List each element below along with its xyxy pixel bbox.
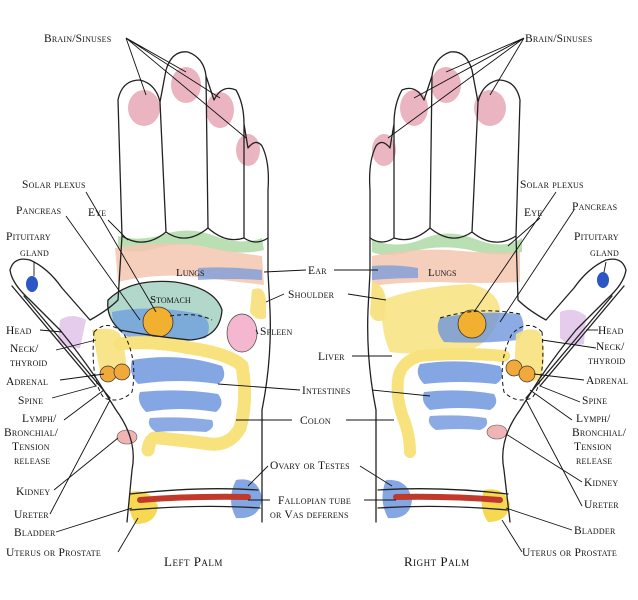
leader-lines [33,37,607,553]
left-stomach-label: Stomach [150,294,191,306]
liver-label: Liver [318,351,345,363]
left-ear-band [198,267,262,280]
right-pituitary [597,272,609,288]
left-colon [113,336,252,457]
ovary-testes-label: Ovary or Testes [270,460,350,472]
right-wrist-line [377,488,509,511]
left-fallopian-tube [137,493,251,503]
right-hand [367,51,627,523]
right-finger-bases [369,227,517,243]
brain-sinuses-label-left: Brain/Sinuses [44,33,111,45]
ureter-label-right: Ureter [584,499,619,511]
right-head-zone [560,309,586,346]
lymph-label-right-2: Bronchial/ [572,427,627,439]
thyroid-label-left: thyroid [10,357,47,369]
ureter-label-left: Ureter [14,509,49,521]
left-shoulder-zone [250,288,266,320]
left-finger-bases [121,227,269,243]
adrenal-label-right: Adrenal [586,375,628,387]
kidney-label-right: Kidney [584,477,618,489]
fallopian-label-1: Fallopian tube [278,495,351,507]
left-palm-caption: Left Palm [164,554,223,569]
eye-label-left: Eye [88,207,106,219]
spine-label-right: Spine [582,395,607,407]
lymph-label-left-1: Lymph/ [22,413,57,425]
solar-plexus-label-left: Solar plexus [22,179,86,191]
bladder-label-left: Bladder [14,527,56,539]
shoulder-label: Shoulder [288,289,335,301]
left-hand [9,51,271,524]
pancreas-label-left: Pancreas [16,205,61,217]
lymph-label-left-4: release [14,455,51,467]
colon-label: Colon [300,415,331,427]
spleen-label: Spleen [260,326,293,338]
neck-label-right: Neck/ [596,341,625,353]
pancreas-label-right: Pancreas [572,201,617,213]
uterus-label-right: Uterus or Prostate [522,547,617,559]
right-thumb-lines [525,285,625,399]
right-ear-band [372,265,418,280]
uterus-label-left: Uterus or Prostate [6,547,101,559]
pituitary-gland-label-right: gland [590,247,619,259]
pituitary-label-right: Pituitary [574,231,619,243]
bladder-label-right: Bladder [574,525,616,537]
right-adrenal-dash [501,325,544,401]
eye-label-right: Eye [524,207,542,219]
left-stomach-outline [107,280,223,341]
right-solar-plexus [457,309,487,339]
left-hand-outline [9,51,271,523]
left-pancreas-dash [169,314,213,321]
left-pituitary [26,276,38,292]
left-lungs-label: Lungs [176,267,205,279]
pituitary-label-left: Pituitary [6,231,51,243]
lymph-label-left-3: Tension [12,441,50,453]
right-hand-outline [367,51,627,523]
ear-label: Ear [308,265,327,277]
right-palm-caption: Right Palm [404,554,470,569]
left-intestines [130,357,225,432]
lymph-label-right-4: release [576,455,613,467]
head-label-right: Head [598,325,624,337]
right-brain-sinus-zones [372,67,506,166]
left-kidney [116,429,138,445]
left-solar-plexus [142,306,174,338]
right-eye-zone [372,233,522,255]
left-wrist-line [129,488,261,511]
left-head-zone [58,316,86,349]
pituitary-gland-label-left: gland [20,247,49,259]
right-fallopian-tube [393,493,503,503]
right-lungs-label: Lungs [428,267,457,279]
brain-sinuses-label-right: Brain/Sinuses [525,33,592,45]
neck-label-left: Neck/ [10,343,39,355]
spine-label-left: Spine [18,395,43,407]
lymph-label-right-1: Lymph/ [576,413,611,425]
fallopian-label-2: or Vas deferens [270,509,349,521]
thyroid-label-right: thyroid [588,355,625,367]
right-colon [391,348,510,458]
lymph-label-left-2: Bronchial/ [4,427,59,439]
right-adrenal-2 [518,365,536,383]
left-adrenal-2 [113,363,131,381]
right-kidney [486,424,508,440]
left-spleen-zone [226,313,258,353]
kidney-label-left: Kidney [16,486,50,498]
right-pancreas-dash [439,310,521,319]
solar-plexus-label-right: Solar plexus [520,179,584,191]
right-intestines [417,361,503,430]
lymph-label-right-3: Tension [574,441,612,453]
head-label-left: Head [6,325,32,337]
adrenal-label-left: Adrenal [6,376,48,388]
left-adrenal-dash [92,325,135,401]
intestines-label: Intestines [302,385,351,397]
